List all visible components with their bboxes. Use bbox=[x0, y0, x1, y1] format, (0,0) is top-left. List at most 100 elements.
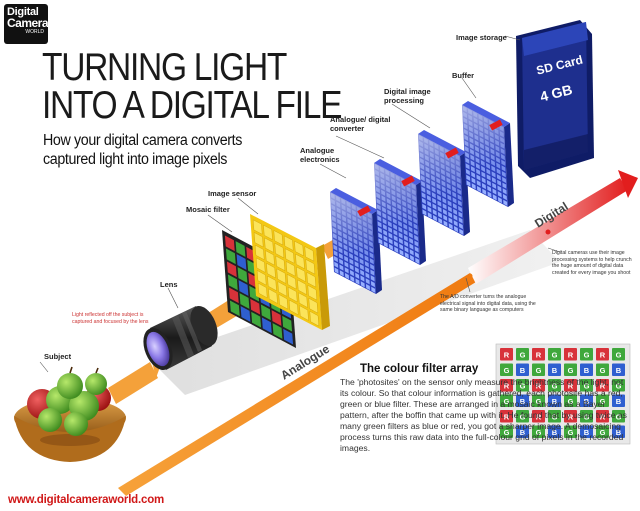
note-light-reflected: Light reflected off the subject is captu… bbox=[72, 312, 149, 325]
bayer-cell bbox=[548, 394, 561, 407]
sensor-photosite bbox=[287, 286, 298, 303]
bayer-cell bbox=[532, 394, 545, 407]
bayer-cell-letter: B bbox=[520, 428, 526, 437]
sensor-photosite bbox=[285, 261, 296, 277]
sensor-photosite bbox=[304, 246, 315, 262]
mosaic-cell bbox=[226, 261, 237, 278]
bayer-cell bbox=[596, 379, 609, 392]
bayer-cell bbox=[580, 379, 593, 392]
bayer-cell bbox=[548, 379, 561, 392]
mosaic-cell bbox=[251, 311, 262, 328]
bayer-cell bbox=[612, 425, 625, 438]
sensor-photosite bbox=[297, 279, 307, 295]
bayer-cell-letter: R bbox=[504, 381, 510, 390]
bayer-cell-letter: G bbox=[568, 366, 574, 375]
board-analogue-electronics bbox=[330, 188, 382, 294]
bayer-cell bbox=[548, 425, 561, 438]
bayer-cell-letter: B bbox=[552, 428, 558, 437]
mosaic-cell bbox=[282, 315, 293, 332]
sensor-photosite bbox=[255, 257, 266, 273]
bayer-cell-letter: B bbox=[584, 428, 590, 437]
bayer-cell bbox=[612, 363, 625, 376]
sensor-photosite bbox=[288, 299, 299, 316]
bayer-cell bbox=[532, 348, 545, 361]
bayer-cell bbox=[564, 394, 577, 407]
logo-line-3: WORLD bbox=[25, 29, 44, 35]
bayer-cell bbox=[516, 363, 529, 376]
sensor-photosite bbox=[308, 297, 319, 314]
magazine-logo: Digital Camera WORLD bbox=[4, 4, 49, 44]
sensor-photosite bbox=[265, 250, 275, 266]
bayer-cell-letter: G bbox=[552, 350, 558, 359]
mosaic-cell bbox=[283, 328, 294, 345]
note-ad-converter: The A/D converter turns the analogue ele… bbox=[440, 294, 536, 313]
label-leaders bbox=[39, 35, 561, 373]
mosaic-cell bbox=[239, 293, 250, 309]
bayer-cell bbox=[532, 425, 545, 438]
mosaic-cell bbox=[227, 274, 238, 291]
sensor-photosite bbox=[278, 294, 289, 310]
bayer-cell bbox=[564, 425, 577, 438]
bayer-cell-letter: B bbox=[616, 428, 622, 437]
bayer-cell bbox=[548, 363, 561, 376]
colour-filter-body: The 'photosites' on the sensor only meas… bbox=[340, 377, 627, 453]
bayer-cell-letter: G bbox=[520, 350, 526, 359]
bayer-cell bbox=[596, 394, 609, 407]
bayer-cell-letter: B bbox=[552, 366, 558, 375]
mosaic-cell bbox=[229, 300, 240, 317]
mosaic-cell bbox=[225, 248, 236, 265]
bayer-cell-letter: G bbox=[584, 350, 590, 359]
sensor-photosite bbox=[275, 255, 286, 272]
sensor-photosite bbox=[266, 262, 276, 279]
bayer-cell bbox=[548, 410, 561, 423]
page-subtitle: How your digital camera converts capture… bbox=[43, 132, 243, 168]
bayer-cell bbox=[500, 410, 513, 423]
bayer-cell-letter: G bbox=[616, 412, 622, 421]
sd-card-capacity: 4 GB bbox=[538, 81, 574, 104]
sd-card: SD Card 4 GB bbox=[516, 20, 594, 178]
bayer-cell bbox=[596, 348, 609, 361]
bayer-cell-letter: B bbox=[520, 366, 526, 375]
mosaic-cell bbox=[250, 298, 261, 315]
mosaic-cell bbox=[272, 323, 283, 339]
sensor-photosite bbox=[256, 270, 267, 286]
mosaic-cell bbox=[237, 267, 248, 283]
bayer-cell bbox=[580, 348, 593, 361]
sensor-photosite bbox=[252, 219, 263, 235]
subject-apples bbox=[14, 366, 126, 462]
sensor-photosite bbox=[264, 237, 274, 253]
bayer-cell-letter: G bbox=[568, 397, 574, 406]
mosaic-cell bbox=[261, 317, 272, 334]
board-ad-converter bbox=[374, 159, 426, 265]
lens bbox=[143, 306, 218, 370]
mosaic-cell bbox=[235, 241, 246, 257]
bayer-cell bbox=[596, 425, 609, 438]
bayer-cell-letter: R bbox=[600, 412, 606, 421]
sensor-photosite bbox=[276, 268, 287, 284]
sensor-photosite bbox=[305, 259, 316, 275]
sensor-photosite bbox=[283, 235, 294, 251]
bayer-cell-letter: R bbox=[504, 350, 510, 359]
bayer-cell bbox=[564, 410, 577, 423]
mosaic-cell bbox=[236, 254, 247, 270]
sensor-photosite bbox=[294, 240, 304, 257]
colour-filter-title: The colour filter array bbox=[360, 363, 479, 375]
bayer-cell bbox=[564, 379, 577, 392]
bayer-cell bbox=[532, 410, 545, 423]
bayer-cell bbox=[580, 394, 593, 407]
sensor-photosite bbox=[267, 275, 277, 292]
bayer-cell bbox=[612, 394, 625, 407]
bayer-cell-letter: G bbox=[520, 412, 526, 421]
label-mosaic-filter: Mosaic filter bbox=[186, 205, 230, 214]
processing-boards bbox=[330, 101, 514, 294]
bayer-cell-letter: G bbox=[552, 381, 558, 390]
sensor-photosite bbox=[274, 242, 285, 259]
sensor-photosite bbox=[268, 288, 278, 304]
bayer-cell bbox=[500, 394, 513, 407]
bayer-cell-letter: R bbox=[568, 350, 574, 359]
bayer-cell-letter: G bbox=[616, 350, 622, 359]
bayer-cell-letter: B bbox=[520, 397, 526, 406]
bayer-cell bbox=[500, 379, 513, 392]
